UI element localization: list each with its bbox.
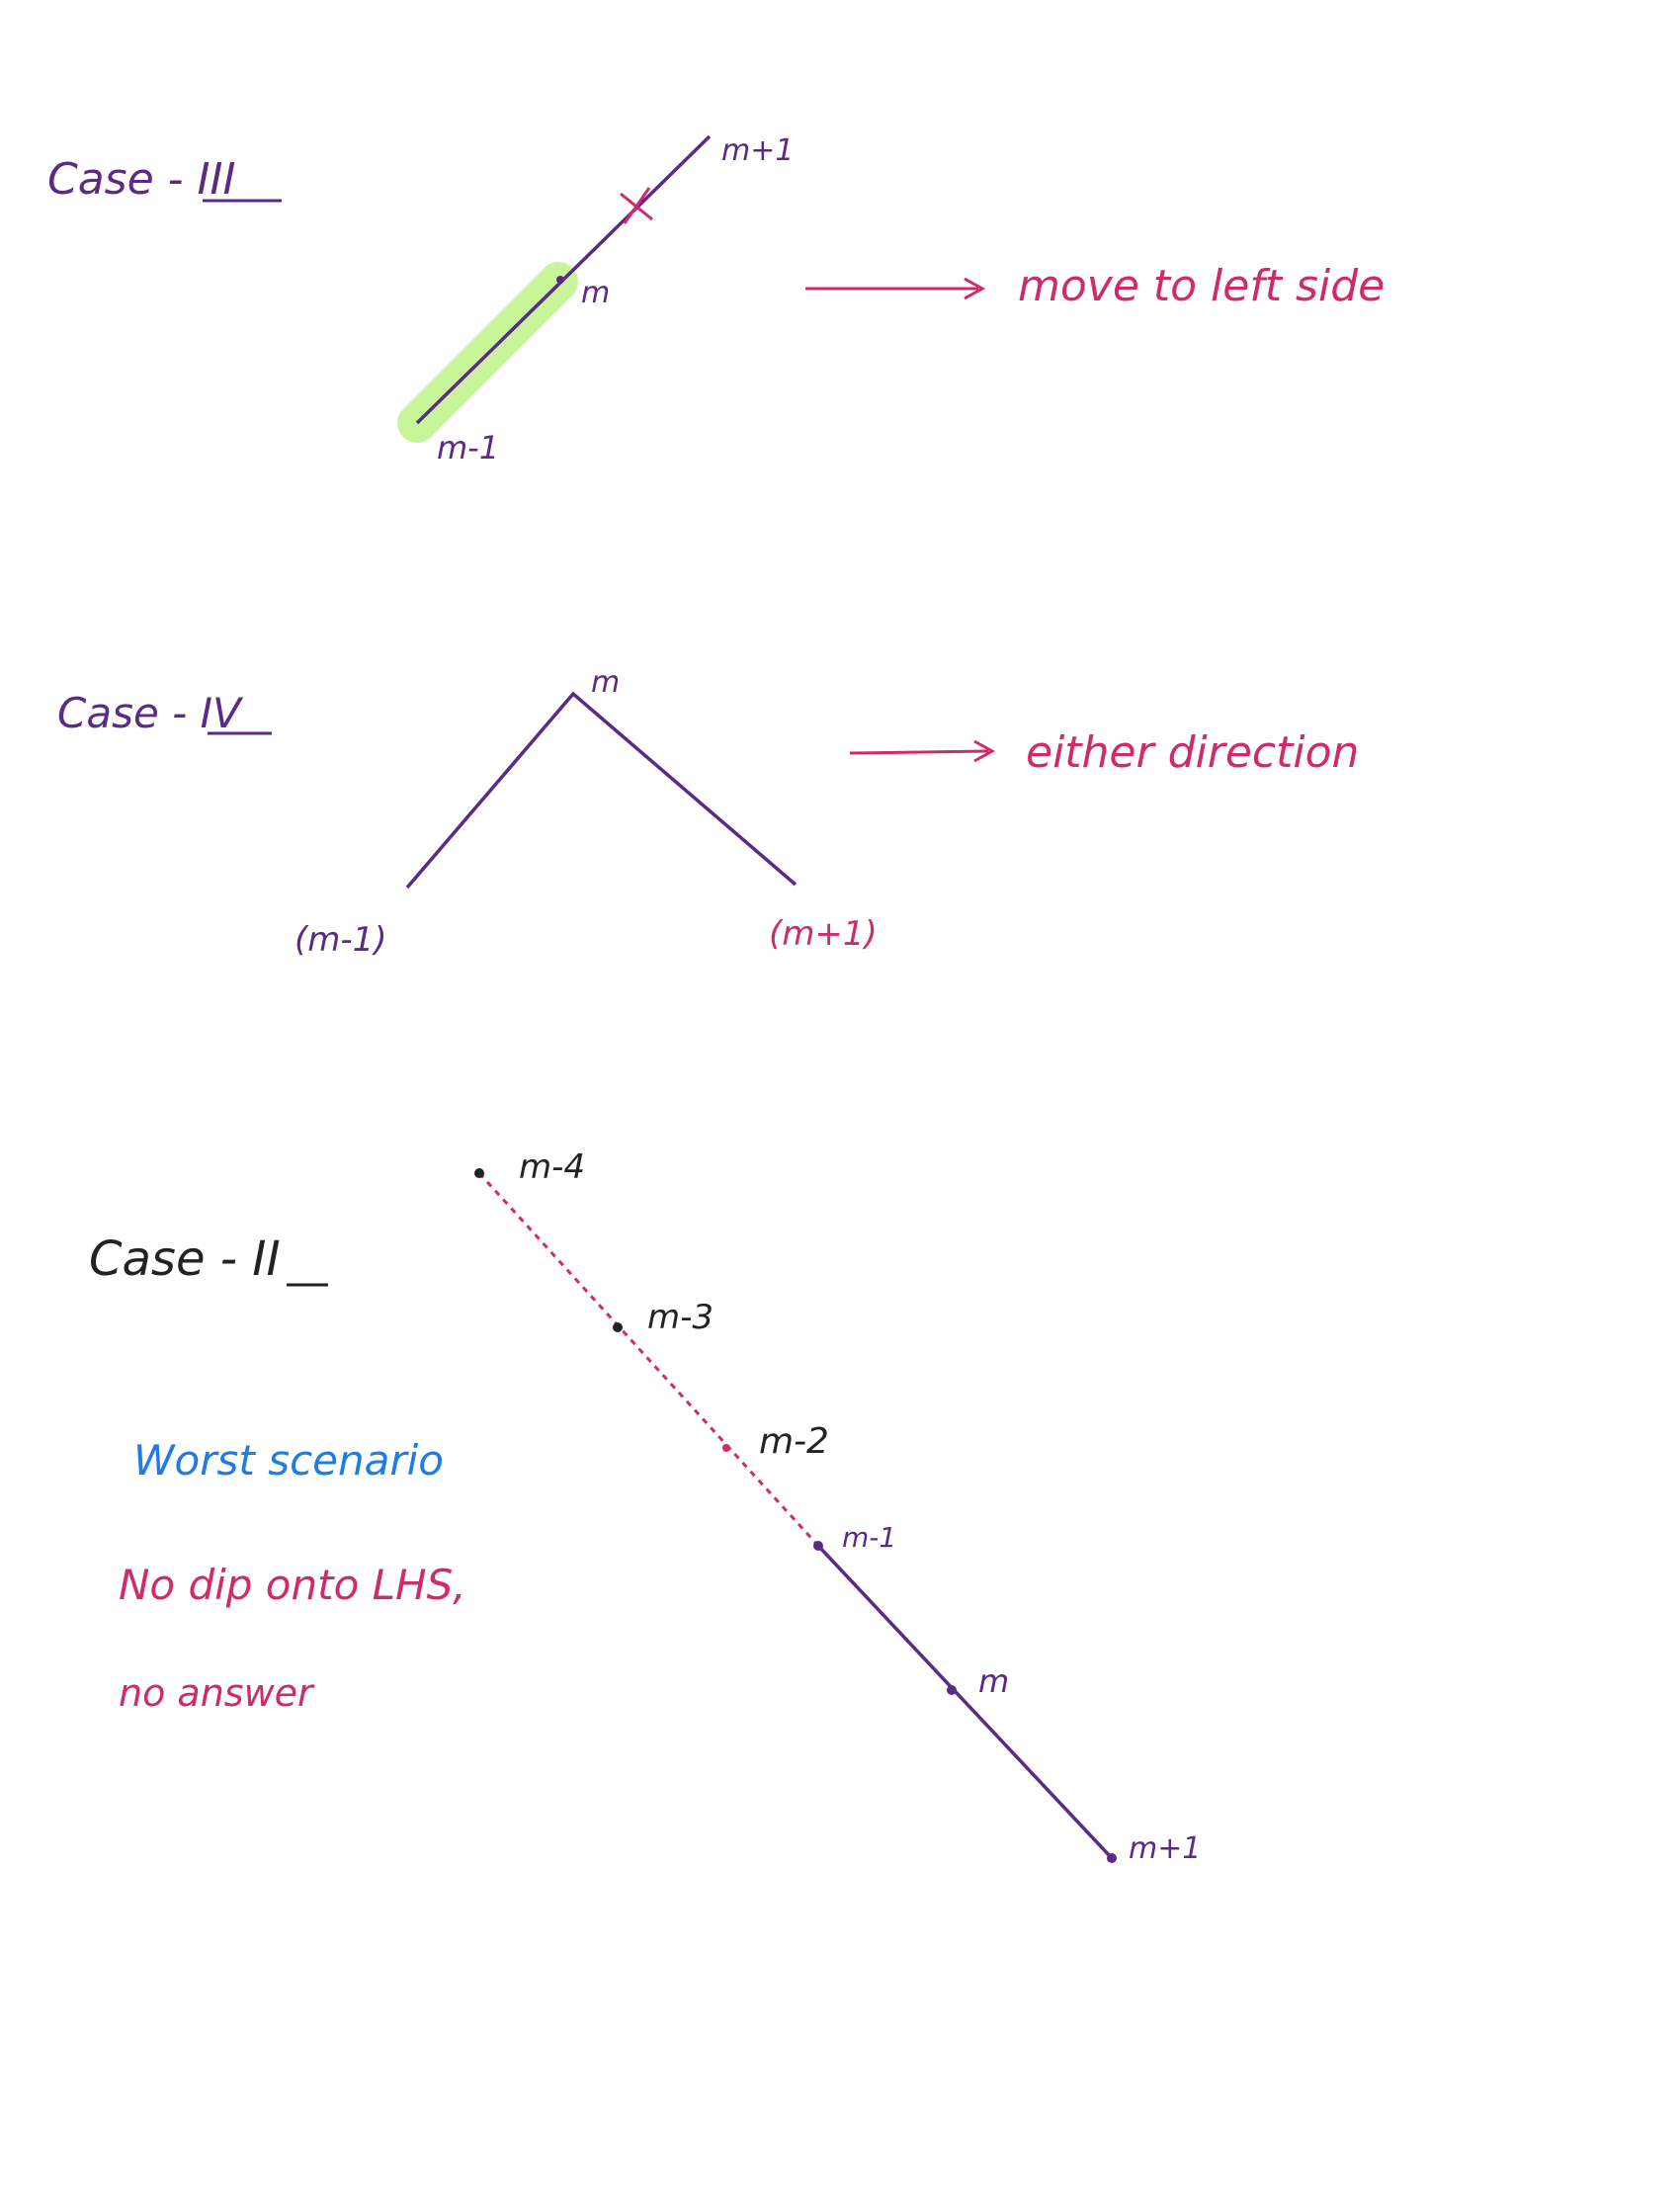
case-2-section: Case - II m-4 m-3 m-2 m-1 m m+1 Worst sc… xyxy=(89,1147,1201,1866)
cross-mark-icon xyxy=(620,187,653,224)
case-3-annotation: move to left side xyxy=(1018,261,1385,311)
point-m-4 xyxy=(474,1168,484,1178)
case-2-label-m-3: m-3 xyxy=(647,1298,714,1337)
point-m-3 xyxy=(613,1322,623,1332)
case-3-section: Case - III m+1 m m-1 move to left side xyxy=(47,133,1385,467)
case-2-title: Case - II xyxy=(89,1231,281,1287)
case-3-label-top: m+1 xyxy=(721,133,794,168)
dashed-descent-line xyxy=(477,1171,820,1548)
case-4-title: Case - IV xyxy=(57,689,244,737)
case-4-section: Case - IV m (m-1) (m+1) either direction xyxy=(57,665,1359,960)
worst-scenario-note: Worst scenario xyxy=(133,1436,444,1485)
case-2-label-m-1: m-1 xyxy=(842,1521,896,1554)
case-2-label-m-plus-1: m+1 xyxy=(1129,1831,1201,1866)
case-3-arrow-head-icon xyxy=(964,277,986,300)
case-4-label-left: (m-1) xyxy=(294,920,387,960)
point-m-1 xyxy=(813,1541,823,1551)
no-dip-note: No dip onto LHS, xyxy=(119,1561,466,1609)
case-4-arrow-head-icon xyxy=(973,739,996,763)
point-m-2 xyxy=(722,1444,730,1452)
solid-descent-line xyxy=(816,1544,1114,1860)
point-m xyxy=(947,1685,957,1695)
case-2-label-m-2: m-2 xyxy=(759,1421,829,1462)
case-4-label-right: (m+1) xyxy=(769,914,878,954)
case-4-label-peak: m xyxy=(591,665,620,700)
case-3-title: Case - III xyxy=(47,154,235,205)
case-4-annotation: either direction xyxy=(1026,727,1359,778)
point-m-plus-1 xyxy=(1107,1853,1117,1863)
peak-lines xyxy=(405,691,798,890)
no-answer-note: no answer xyxy=(119,1671,315,1715)
case-3-label-mid: m xyxy=(581,276,610,310)
case-4-arrow-shaft xyxy=(849,749,989,755)
case-3-label-bottom: m-1 xyxy=(437,429,499,467)
point-m-dot xyxy=(556,276,564,284)
case-2-label-m: m xyxy=(978,1662,1009,1700)
case-2-label-m-4: m-4 xyxy=(519,1147,585,1187)
